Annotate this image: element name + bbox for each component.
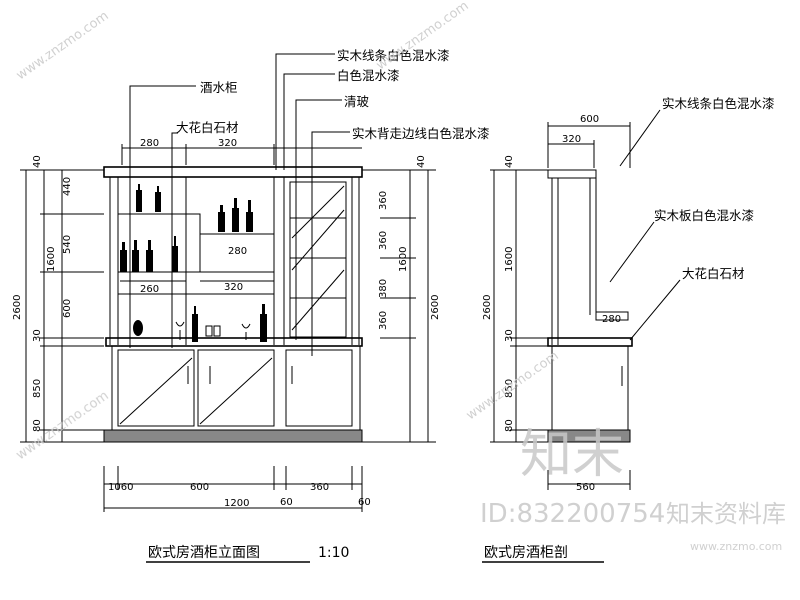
front-elevation: 40 440 540 1600 600 2600 30 850 80 40 36… [12, 48, 490, 563]
right-dim-3: 1600 [398, 247, 409, 272]
left-dim-1: 440 [62, 177, 73, 196]
left-dim-5: 2600 [12, 295, 23, 320]
section-top-dim-0: 600 [580, 114, 599, 125]
section-view: 600 320 280 40 1600 2600 30 850 80 560 实… [482, 96, 775, 563]
plinth [103, 429, 363, 443]
left-dim-2: 540 [62, 235, 73, 254]
section-left-dim-3: 30 [504, 329, 515, 342]
section-left-dim-1: 1600 [504, 247, 515, 272]
watermark-site-3: www.znzmo.com [14, 388, 112, 463]
bottom-dim-4: 360 [310, 482, 329, 493]
section-counter [547, 337, 633, 347]
watermark-site-4: www.znzmo.com [464, 348, 562, 423]
inner-dim-1: 260 [140, 284, 159, 295]
middle-display-box [199, 233, 275, 273]
label-white-paint: 白色混水漆 [337, 68, 400, 83]
right-dim-2: 360 [378, 231, 389, 250]
section-inner-dim-0: 280 [602, 314, 621, 325]
bottom-dim-2: 1200 [224, 498, 249, 509]
base-door-2 [197, 349, 275, 427]
right-dim-5: 360 [378, 311, 389, 330]
inner-dim-0: 280 [228, 246, 247, 257]
bottom-dim-5: 60 [358, 497, 371, 508]
watermark-site-1: www.znzmo.com [14, 8, 112, 83]
label-glass: 清玻 [344, 94, 370, 109]
left-dim-7: 850 [32, 379, 43, 398]
section-left-dim-4: 850 [504, 379, 515, 398]
section-bottom-dim-0: 560 [576, 482, 595, 493]
base-door-3 [285, 349, 353, 427]
right-dim-6: 2600 [430, 295, 441, 320]
label-solid-wood-line: 实木线条白色混水漆 [337, 48, 450, 63]
top-dim-1: 320 [218, 138, 237, 149]
watermark-site-5: www.znzmo.com [690, 540, 782, 553]
right-dim-0: 40 [416, 155, 427, 168]
right-dim-1: 360 [378, 191, 389, 210]
bottom-dim-1: 600 [190, 482, 209, 493]
glass-door [289, 181, 347, 338]
left-dim-8: 80 [32, 419, 43, 432]
section-left-dim-2: 2600 [482, 295, 493, 320]
top-dim-0: 280 [140, 138, 159, 149]
label-wine-cabinet: 酒水柜 [200, 80, 238, 95]
section-label-marble: 大花白石材 [682, 266, 745, 281]
section-crown [547, 169, 597, 179]
base-door-1 [117, 349, 195, 427]
watermark-id: ID:832200754 [480, 499, 665, 529]
bottom-dim-3: 60 [280, 497, 293, 508]
cabinet-crown [103, 166, 363, 178]
right-dim-4: 380 [378, 279, 389, 298]
section-label-solid-wood-panel: 实木板白色混水漆 [654, 208, 754, 223]
section-top-dim-1: 320 [562, 134, 581, 145]
section-left-dim-0: 40 [504, 155, 515, 168]
watermark-library: 知末资料库 [666, 500, 786, 528]
label-marble-top: 大花白石材 [176, 120, 239, 135]
label-solid-wood-edge: 实木背走边线白色混水漆 [352, 126, 490, 141]
left-dim-3: 1600 [46, 247, 57, 272]
left-dim-6: 30 [32, 329, 43, 342]
section-plinth [547, 429, 631, 443]
front-view-scale: 1:10 [318, 545, 349, 561]
inner-dim-2: 320 [224, 282, 243, 293]
front-view-title: 欧式房酒柜立面图 [148, 545, 260, 561]
bottom-dim-0: 1060 [108, 482, 133, 493]
section-view-title: 欧式房酒柜剖 [484, 545, 568, 561]
left-dim-0: 40 [32, 155, 43, 168]
section-label-solid-wood-line: 实木线条白色混水漆 [662, 96, 775, 111]
bottles-icon [120, 184, 267, 342]
left-dim-4: 600 [62, 299, 73, 318]
section-left-dim-5: 80 [504, 419, 515, 432]
watermark-brand: 知末 [520, 425, 624, 485]
counter-top [105, 337, 363, 347]
